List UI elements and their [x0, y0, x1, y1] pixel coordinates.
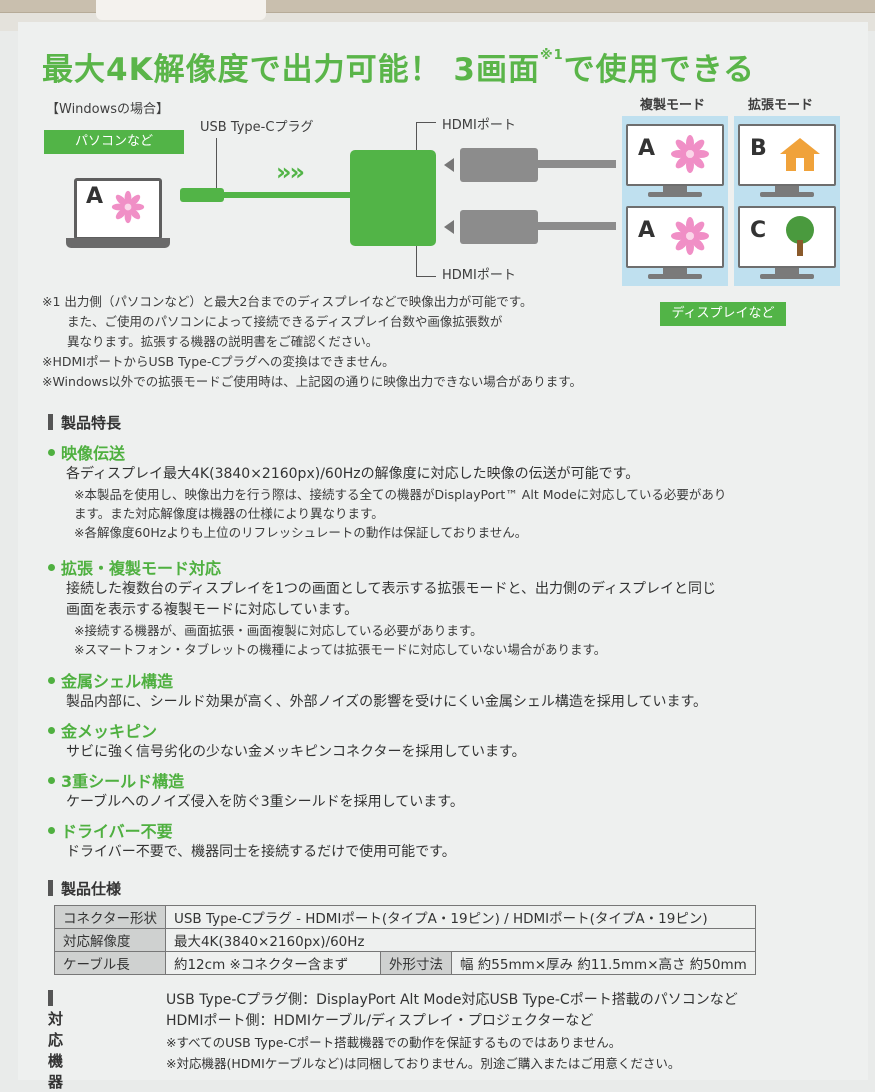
- feature-gold-pin: 金メッキピン サビに強く信号劣化の少ない金メッキピンコネクターを採用しています。: [48, 718, 526, 763]
- extend-mode-label: 拡張モード: [748, 98, 814, 113]
- feature-note: ※スマートフォン・タブレットの機種によっては拡張モードに対応していない場合があり…: [74, 642, 607, 657]
- feature-title: 金メッキピン: [61, 722, 158, 741]
- screen-letter: A: [638, 136, 656, 161]
- feature-title: 金属シェル構造: [61, 672, 174, 691]
- note-line: ※HDMIポートからUSB Type-Cプラグへの変換はできません。: [42, 354, 395, 369]
- spec-value: 最大4K(3840×2160px)/60Hz: [164, 928, 756, 952]
- feature-title: 映像伝送: [61, 444, 126, 463]
- feature-title: 3重シールド構造: [61, 772, 185, 791]
- feature-video: 映像伝送 各ディスプレイ最大4K(3840×2160px)/60Hzの解像度に対…: [48, 440, 726, 542]
- specs-heading: 製品仕様: [48, 878, 121, 899]
- connection-diagram: 【Windowsの場合】 パソコンなど A USB Type-Cプラグ »» H…: [40, 92, 840, 332]
- display-extend-2: C: [738, 206, 836, 284]
- note-line: 異なります。拡張する機器の説明書をご確認ください。: [42, 334, 379, 349]
- feature-title: 拡張・複製モード対応: [61, 559, 222, 578]
- note-line: ※Windows以外での拡張モードご使用時は、上記図の通りに映像出力できない場合…: [42, 374, 583, 389]
- feature-body: ケーブルへのノイズ侵入を防ぐ3重シールドを採用しています。: [66, 794, 464, 810]
- compat-line: USB Type-Cプラグ側：DisplayPort Alt Mode対応USB…: [166, 992, 738, 1008]
- headline-text: 最大4K解像度で出力可能！ 3画面: [42, 52, 540, 88]
- spec-label: ケーブル長: [54, 951, 166, 975]
- display-extend-1: B: [738, 124, 836, 202]
- feature-body: 各ディスプレイ最大4K(3840×2160px)/60Hzの解像度に対応した映像…: [66, 466, 640, 482]
- headline-tail: で使用できる: [563, 52, 756, 88]
- adapter-body: [350, 150, 436, 246]
- table-row: コネクター形状 USB Type-Cプラグ - HDMIポート(タイプA・19ピ…: [54, 905, 756, 929]
- compat-line: HDMIポート側：HDMIケーブル/ディスプレイ・プロジェクターなど: [166, 1013, 594, 1029]
- screen-letter: A: [638, 218, 656, 243]
- feature-note: ※接続する機器が、画面拡張・画面複製に対応している必要があります。: [74, 623, 483, 638]
- table-row: ケーブル長 約12cm ※コネクター含まず 外形寸法 幅 約55mm×厚み 約1…: [54, 951, 756, 975]
- note-line: また、ご使用のパソコンによって接続できるディスプレイ台数や画像拡張数が: [42, 314, 503, 329]
- spec-label: 外形寸法: [379, 951, 452, 975]
- arrows-icon: »»: [276, 158, 305, 186]
- feature-body: ドライバー不要で、機器同士を接続するだけで使用可能です。: [66, 844, 456, 860]
- spec-label: コネクター形状: [54, 905, 166, 929]
- hdmi-cable-bottom: [538, 222, 616, 230]
- feature-metal-shell: 金属シェル構造 製品内部に、シールド効果が高く、外部ノイズの影響を受けにくい金属…: [48, 668, 707, 713]
- flower-icon: [671, 135, 709, 173]
- headline: 最大4K解像度で出力可能！ 3画面※1で使用できる: [42, 44, 755, 89]
- feature-no-driver: ドライバー不要 ドライバー不要で、機器同士を接続するだけで使用可能です。: [48, 818, 456, 863]
- hdmi-cable-top: [538, 160, 616, 168]
- laptop-letter: A: [86, 184, 104, 209]
- pc-badge: パソコンなど: [44, 130, 184, 154]
- note-line: ※1 出力側（パソコンなど）と最大2台までのディスプレイなどで映像出力が可能です…: [42, 294, 533, 309]
- screen-letter: B: [750, 136, 767, 161]
- diagram-notes: ※1 出力側（パソコンなど）と最大2台までのディスプレイなどで映像出力が可能です…: [42, 292, 582, 392]
- compat-note: ※すべてのUSB Type-Cポート搭載機器での動作を保証するものではありません…: [166, 1035, 622, 1050]
- hdmi-top-callout-h: [416, 122, 436, 123]
- spec-value: 約12cm ※コネクター含まず: [164, 951, 381, 975]
- feature-body: 接続した複数台のディスプレイを1つの画面として表示する拡張モードと、出力側のディ…: [66, 581, 716, 597]
- usb-cable: [224, 192, 354, 198]
- hdmi-top-callout: [416, 122, 417, 150]
- callout-line: [216, 138, 217, 188]
- feature-note: ※各解像度60Hzよりも上位のリフレッシュレートの動作は保証しておりません。: [74, 525, 528, 540]
- hdmi-plug-bottom: [460, 210, 538, 244]
- display-badge: ディスプレイなど: [660, 302, 786, 326]
- mirror-mode-label: 複製モード: [640, 98, 706, 113]
- hdmi-arrow-bottom: [444, 220, 454, 234]
- display-mirror-1: A: [626, 124, 724, 202]
- hdmi-bottom-callout-h: [416, 276, 436, 277]
- windows-label: 【Windowsの場合】: [46, 102, 170, 117]
- spec-value: 幅 約55mm×厚み 約11.5mm×高さ 約50mm: [450, 951, 756, 975]
- hdmi-port-top-label: HDMIポート: [442, 118, 516, 133]
- flower-icon: [111, 190, 145, 224]
- table-row: 対応解像度 最大4K(3840×2160px)/60Hz: [54, 928, 756, 952]
- spec-label: 対応解像度: [54, 928, 166, 952]
- feature-shield: 3重シールド構造 ケーブルへのノイズ侵入を防ぐ3重シールドを採用しています。: [48, 768, 464, 813]
- hdmi-port-bottom-label: HDMIポート: [442, 268, 516, 283]
- feature-note: ます。また対応解像度は機器の仕様により異なります。: [74, 506, 384, 521]
- usb-plug-label: USB Type-Cプラグ: [200, 120, 314, 135]
- hdmi-arrow-top: [444, 158, 454, 172]
- feature-title: ドライバー不要: [61, 822, 173, 841]
- house-icon: [780, 138, 820, 171]
- feature-modes: 拡張・複製モード対応 接続した複数台のディスプレイを1つの画面として表示する拡張…: [48, 555, 716, 659]
- spec-table: コネクター形状 USB Type-Cプラグ - HDMIポート(タイプA・19ピ…: [54, 905, 756, 975]
- compat-heading: 対応機器: [48, 990, 63, 1092]
- laptop-icon: A: [66, 178, 170, 254]
- box-tab: [96, 0, 266, 20]
- feature-body: サビに強く信号劣化の少ない金メッキピンコネクターを採用しています。: [66, 744, 526, 760]
- hdmi-plug-top: [460, 148, 538, 182]
- spec-value: USB Type-Cプラグ - HDMIポート(タイプA・19ピン) / HDM…: [164, 905, 756, 929]
- display-mirror-2: A: [626, 206, 724, 284]
- feature-body: 製品内部に、シールド効果が高く、外部ノイズの影響を受けにくい金属シェル構造を採用…: [66, 694, 708, 710]
- feature-note: ※本製品を使用し、映像出力を行う際は、接続する全ての機器がDisplayPort…: [74, 487, 727, 502]
- features-heading: 製品特長: [48, 412, 121, 433]
- headline-footnote-mark: ※1: [539, 48, 564, 63]
- tree-icon: [786, 216, 814, 256]
- screen-letter: C: [750, 218, 767, 243]
- compat-note: ※対応機器(HDMIケーブルなど)は同梱しておりません。別途ご購入またはご用意く…: [166, 1056, 681, 1071]
- flower-icon: [671, 217, 709, 255]
- hdmi-bottom-callout: [416, 246, 417, 276]
- feature-body: 画面を表示する複製モードに対応しています。: [66, 602, 359, 618]
- usb-c-plug: [180, 188, 224, 202]
